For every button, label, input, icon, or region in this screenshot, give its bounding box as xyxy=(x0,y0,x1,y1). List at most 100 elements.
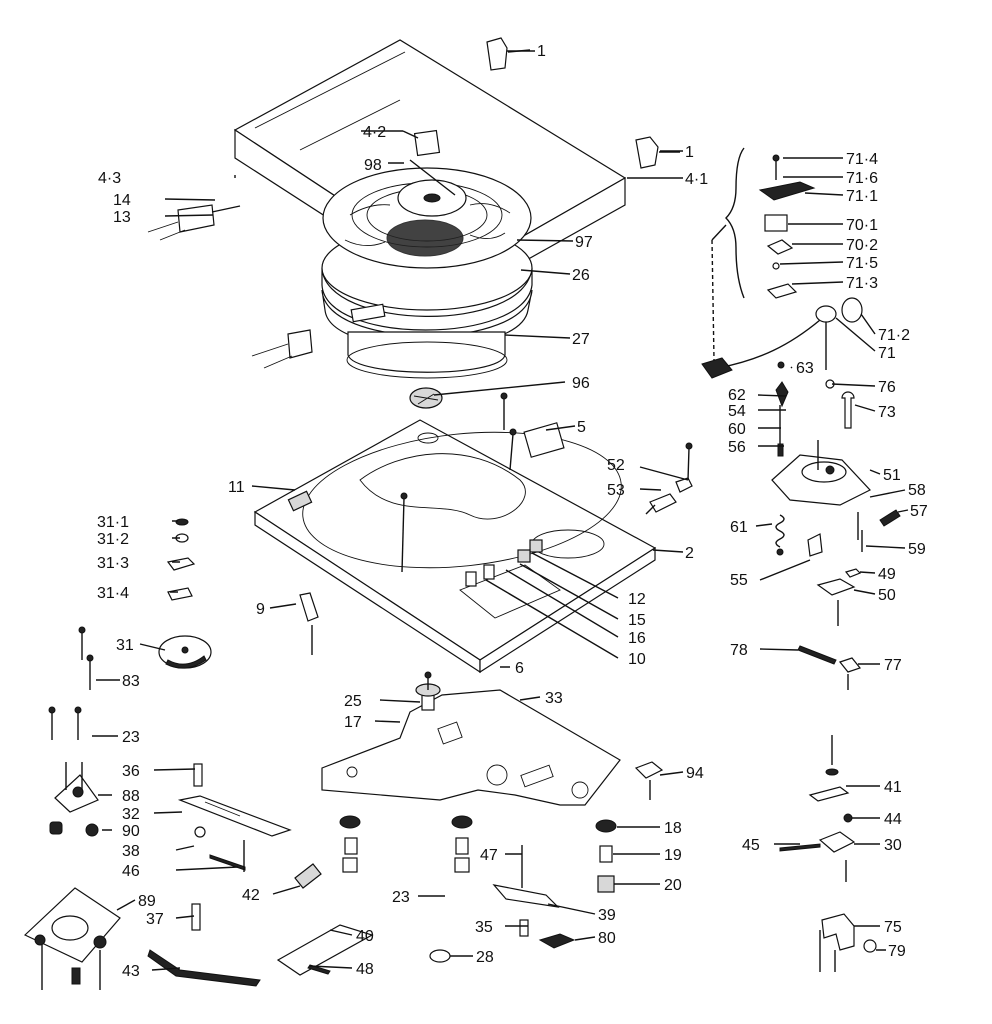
label-4-3: 4·3 xyxy=(98,170,121,187)
spring-bracket xyxy=(251,329,313,369)
label-71-6: 71·6 xyxy=(846,170,878,187)
label-38: 38 xyxy=(122,843,140,860)
label-70-1: 70·1 xyxy=(846,217,878,234)
label-20: 20 xyxy=(664,877,682,894)
screws-left xyxy=(48,626,94,740)
part-77 xyxy=(838,657,862,673)
feet xyxy=(339,815,617,893)
mechanism-88 xyxy=(49,762,99,837)
label-46: 46 xyxy=(122,863,140,880)
label-30: 30 xyxy=(884,837,902,854)
plate-40 xyxy=(276,924,374,976)
label-42: 42 xyxy=(242,887,260,904)
label-53: 53 xyxy=(607,482,625,499)
clip-50 xyxy=(816,578,856,596)
label-70-2: 70·2 xyxy=(846,237,878,254)
spring-57 xyxy=(879,509,901,527)
base-screws xyxy=(400,392,517,573)
label-32: 32 xyxy=(122,806,140,823)
label-23-center: 23 xyxy=(392,889,410,906)
label-71-4: 71·4 xyxy=(846,151,878,168)
label-15: 15 xyxy=(628,612,646,629)
label-71-3: 71·3 xyxy=(846,275,878,292)
cover-bracket-left xyxy=(147,204,241,241)
label-51: 51 xyxy=(883,467,901,484)
tonearm xyxy=(701,297,863,379)
label-31-1: 31·1 xyxy=(97,514,129,531)
label-89: 89 xyxy=(138,893,156,910)
bracket-80 xyxy=(538,933,576,949)
label-23-left: 23 xyxy=(122,729,140,746)
label-55: 55 xyxy=(730,572,748,589)
hinge-right xyxy=(635,136,680,169)
lever-assembly-30 xyxy=(779,735,856,882)
label-41: 41 xyxy=(884,779,902,796)
label-4-1: 4·1 xyxy=(685,171,708,188)
label-94: 94 xyxy=(686,765,704,782)
chassis-plate xyxy=(321,689,621,806)
label-5: 5 xyxy=(577,419,586,436)
label-59: 59 xyxy=(908,541,926,558)
pin-35 xyxy=(519,919,529,937)
idler-gear xyxy=(158,635,212,669)
lever-43 xyxy=(147,949,261,987)
part-labels: 1 1 4·2 98 4·3 4·1 14 13 97 26 27 96 5 1… xyxy=(97,43,928,980)
cover-label-plate xyxy=(413,129,441,157)
label-58: 58 xyxy=(908,482,926,499)
label-1-right: 1 xyxy=(685,144,694,161)
label-48: 48 xyxy=(356,961,374,978)
label-49: 49 xyxy=(878,566,896,583)
label-2: 2 xyxy=(685,545,694,562)
label-31: 31 xyxy=(116,637,134,654)
label-4-2: 4·2 xyxy=(363,124,386,141)
label-1-top: 1 xyxy=(537,43,546,60)
label-13: 13 xyxy=(113,209,131,226)
clip-52 xyxy=(675,477,693,493)
label-31-2: 31·2 xyxy=(97,531,129,548)
label-52: 52 xyxy=(607,457,625,474)
label-31-4: 31·4 xyxy=(97,585,129,602)
spring-78 xyxy=(797,645,837,665)
spring-61 xyxy=(775,514,785,556)
label-14: 14 xyxy=(113,192,131,209)
spring-48 xyxy=(307,964,331,975)
label-54: 54 xyxy=(728,403,746,420)
record-mat xyxy=(322,167,532,269)
label-90: 90 xyxy=(122,823,140,840)
label-57: 57 xyxy=(910,503,928,520)
label-26: 26 xyxy=(572,267,590,284)
label-83: 83 xyxy=(122,673,140,690)
arm-base xyxy=(771,440,871,506)
label-28: 28 xyxy=(476,949,494,966)
slide-bar-32 xyxy=(177,763,322,889)
label-47: 47 xyxy=(480,847,498,864)
pin-37 xyxy=(191,903,201,931)
label-9: 9 xyxy=(256,601,265,618)
gear-plate-89 xyxy=(23,887,121,990)
label-43: 43 xyxy=(122,963,140,980)
linkage-39 xyxy=(492,884,560,908)
base-cabinet xyxy=(253,419,657,674)
washer-28 xyxy=(429,949,451,963)
label-61: 61 xyxy=(730,519,748,536)
label-6: 6 xyxy=(515,660,524,677)
label-35: 35 xyxy=(475,919,493,936)
headshell-parts xyxy=(711,147,816,361)
label-31-3: 31·3 xyxy=(97,555,129,572)
label-78: 78 xyxy=(730,642,748,659)
spring-53 xyxy=(649,493,677,513)
label-75: 75 xyxy=(884,919,902,936)
label-33: 33 xyxy=(545,690,563,707)
hinge-top xyxy=(486,37,531,71)
label-96: 96 xyxy=(572,375,590,392)
label-63: 63 xyxy=(796,360,814,377)
label-39: 39 xyxy=(598,907,616,924)
label-40: 40 xyxy=(356,928,374,945)
sub-platter xyxy=(346,331,508,379)
label-36: 36 xyxy=(122,763,140,780)
label-19: 19 xyxy=(664,847,682,864)
label-16: 16 xyxy=(628,630,646,647)
label-77: 77 xyxy=(884,657,902,674)
control-knobs xyxy=(465,539,543,587)
